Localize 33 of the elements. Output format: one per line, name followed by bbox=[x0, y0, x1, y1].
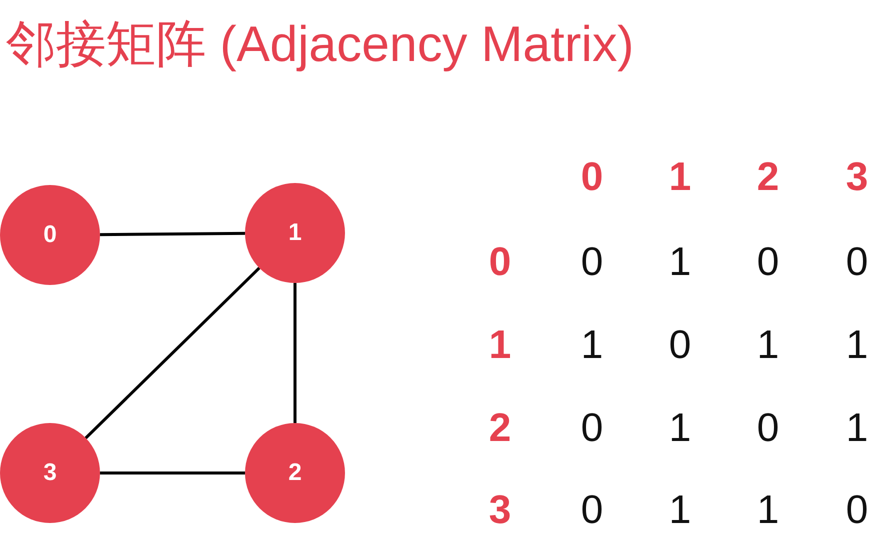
connector-line bbox=[100, 232, 245, 236]
matrix-value: 0 bbox=[846, 240, 868, 284]
connector-line bbox=[84, 266, 260, 440]
vertex-circle: 3 bbox=[0, 423, 100, 523]
matrix-index: 0 bbox=[488, 240, 512, 284]
matrix-value: 1 bbox=[756, 488, 780, 532]
matrix-index: 0 bbox=[580, 155, 604, 199]
matrix-value: 0 bbox=[580, 488, 604, 532]
matrix-value: 1 bbox=[756, 323, 780, 367]
matrix-index: 2 bbox=[488, 406, 512, 450]
matrix-index: 3 bbox=[488, 488, 512, 532]
connector-line bbox=[294, 283, 296, 423]
vertex-circle: 1 bbox=[245, 183, 345, 283]
matrix-value: 1 bbox=[846, 406, 868, 450]
matrix-value: 0 bbox=[580, 240, 604, 284]
matrix-value: 0 bbox=[756, 406, 780, 450]
title: 邻接矩阵 (Adjacency Matrix) bbox=[6, 15, 634, 74]
matrix-value: 1 bbox=[668, 406, 692, 450]
matrix-index: 1 bbox=[488, 323, 512, 367]
matrix-value: 0 bbox=[756, 240, 780, 284]
matrix-index: 2 bbox=[756, 155, 780, 199]
matrix-index: 3 bbox=[846, 155, 868, 199]
matrix-value: 0 bbox=[846, 488, 868, 532]
matrix-value: 0 bbox=[668, 323, 692, 367]
matrix-value: 1 bbox=[668, 240, 692, 284]
matrix-value: 0 bbox=[580, 406, 604, 450]
matrix-value: 1 bbox=[846, 323, 868, 367]
vertex-circle: 0 bbox=[0, 185, 100, 285]
matrix-value: 1 bbox=[668, 488, 692, 532]
vertex-circle: 2 bbox=[245, 423, 345, 523]
connector-line bbox=[100, 472, 245, 474]
matrix-value: 1 bbox=[580, 323, 604, 367]
matrix-index: 1 bbox=[668, 155, 692, 199]
